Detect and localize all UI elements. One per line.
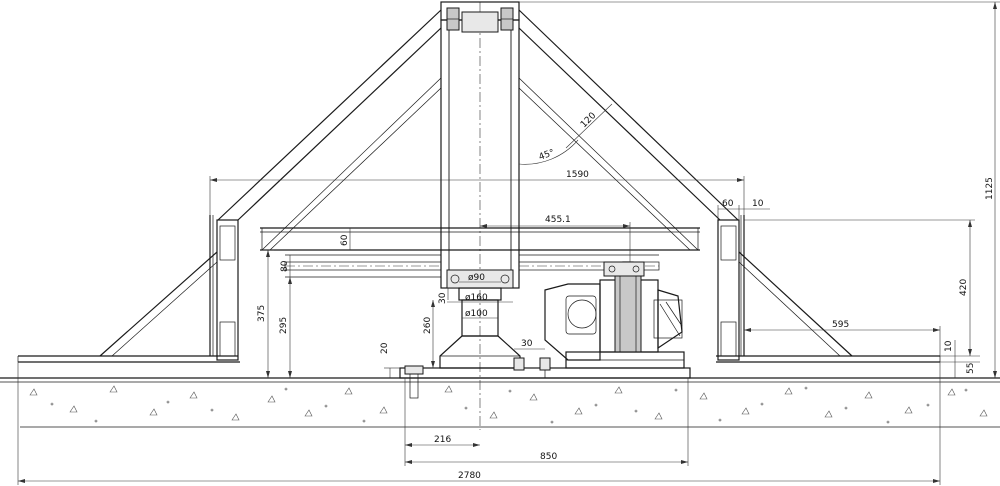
dim-phi160: ø160 (465, 293, 488, 303)
dim-phi100: ø100 (465, 309, 488, 319)
anchor-bolt-left (404, 365, 424, 399)
dim-1125: 1125 (985, 177, 995, 200)
dim-850: 850 (540, 452, 557, 462)
dim-1590: 1590 (566, 170, 589, 180)
anchor-bolt-right (513, 357, 551, 378)
right-brace (518, 9, 739, 251)
dim-55: 55 (966, 363, 976, 374)
dim-2780: 2780 (458, 471, 481, 481)
dim-455: 455.1 (545, 215, 571, 225)
dim-30-base: 30 (521, 339, 533, 349)
right-frame (716, 215, 941, 363)
dim-10-top: 10 (752, 199, 764, 209)
dim-375: 375 (257, 305, 267, 322)
dim-20: 20 (380, 342, 390, 354)
dim-295: 295 (279, 317, 289, 334)
dim-60-top: 60 (722, 199, 734, 209)
dim-60-arm: 60 (340, 234, 350, 246)
dimension-lines (17, 1, 1000, 485)
concrete-foundation (0, 377, 1000, 428)
dim-30-column: 30 (438, 292, 448, 304)
dim-80: 80 (280, 260, 290, 272)
left-frame (17, 215, 240, 363)
left-brace (217, 9, 442, 251)
top-bearing (440, 1, 520, 33)
dim-216: 216 (434, 435, 451, 445)
gear-motor (544, 261, 685, 369)
horizontal-arm (260, 227, 700, 278)
dim-595: 595 (832, 320, 849, 330)
dim-420: 420 (959, 279, 969, 296)
dim-phi90: ø90 (468, 273, 485, 283)
dim-260: 260 (423, 317, 433, 334)
dim-10-right: 10 (944, 340, 954, 352)
dim-120: 120 (579, 111, 598, 130)
dim-45-deg: 45° (538, 148, 556, 163)
